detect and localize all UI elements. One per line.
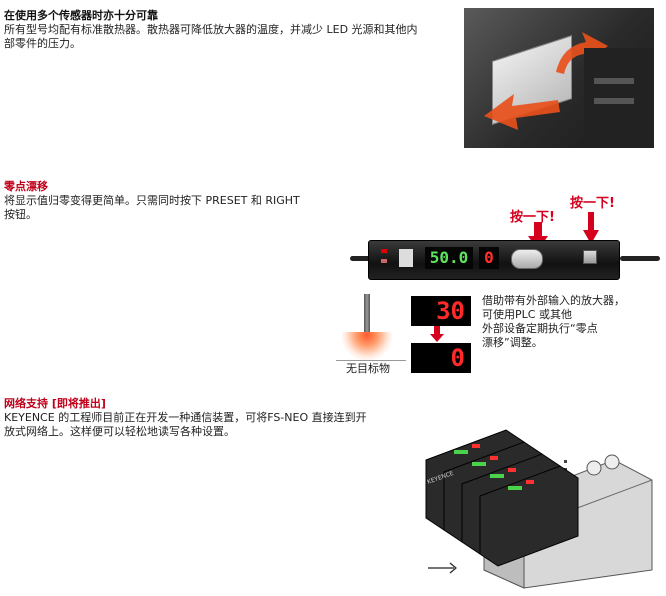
amplifier-unit: 50.0 0 bbox=[368, 240, 620, 280]
section2-body: 将显示值归零变得更简单。只需同时按下 PRESET 和 RIGHT 按钮。 bbox=[4, 194, 344, 222]
no-target-label: 无目标物 bbox=[346, 362, 390, 375]
light-beam bbox=[342, 332, 392, 360]
display-after: 0 bbox=[411, 343, 471, 373]
fiber-probe bbox=[364, 294, 370, 334]
press-label-right: 按一下! bbox=[570, 196, 615, 211]
section3-body-line2: 放式网络上。这样便可以轻松地读写各种设置。 bbox=[4, 425, 235, 438]
zero-shift-note: 借助带有外部输入的放大器， 可使用PLC 或其他 外部设备定期执行“零点 漂移”… bbox=[482, 294, 662, 350]
preset-button[interactable] bbox=[511, 249, 543, 269]
heatsink-photo bbox=[464, 8, 654, 148]
section2-body-line2: 按钮。 bbox=[4, 208, 37, 221]
right-button[interactable] bbox=[583, 250, 597, 264]
status-led bbox=[381, 259, 387, 263]
red-down-arrow-icon bbox=[430, 326, 444, 342]
channel-label bbox=[399, 249, 413, 267]
section1-body: 所有型号均配有标准散热器。散热器可降低放大器的温度，并减少 LED 光源和其他内… bbox=[4, 23, 454, 51]
section3-body-line1: KEYENCE 的工程师目前正在开发一种通信装置，可将FS-NEO 直接连到开 bbox=[4, 411, 367, 424]
amplifier-display-green: 50.0 bbox=[425, 247, 473, 269]
note-line3: 外部设备定期执行“零点 bbox=[482, 322, 598, 335]
orange-arrow-left-icon bbox=[484, 94, 560, 130]
section3-heading: 网络支持 [即将推出] bbox=[4, 397, 106, 410]
network-unit-illustration: KEYENCE bbox=[425, 429, 653, 589]
note-line2: 可使用PLC 或其他 bbox=[482, 308, 572, 321]
amplifier-display-red: 0 bbox=[479, 247, 499, 269]
note-line1: 借助带有外部输入的放大器， bbox=[482, 294, 625, 307]
press-label-left: 按一下! bbox=[510, 210, 555, 225]
status-led bbox=[381, 249, 387, 253]
display-before: 30 bbox=[411, 296, 471, 326]
note-line4: 漂移”调整。 bbox=[482, 336, 543, 349]
orange-arrow-up-icon bbox=[556, 32, 608, 74]
amplifier-body-side bbox=[584, 48, 654, 148]
section1-heading: 在使用多个传感器时亦十分可靠 bbox=[4, 9, 158, 22]
baseline-divider bbox=[336, 360, 406, 361]
section1-body-line2: 部零件的压力。 bbox=[4, 37, 81, 50]
amplifier-cable-right bbox=[620, 256, 660, 261]
red-down-arrow-icon bbox=[583, 212, 599, 244]
section1-body-line1: 所有型号均配有标准散热器。散热器可降低放大器的温度，并减少 LED 光源和其他内 bbox=[4, 23, 418, 36]
section3-body: KEYENCE 的工程师目前正在开发一种通信装置，可将FS-NEO 直接连到开 … bbox=[4, 411, 414, 439]
section2-body-line1: 将显示值归零变得更简单。只需同时按下 PRESET 和 RIGHT bbox=[4, 194, 300, 207]
section2-heading: 零点漂移 bbox=[4, 180, 48, 193]
